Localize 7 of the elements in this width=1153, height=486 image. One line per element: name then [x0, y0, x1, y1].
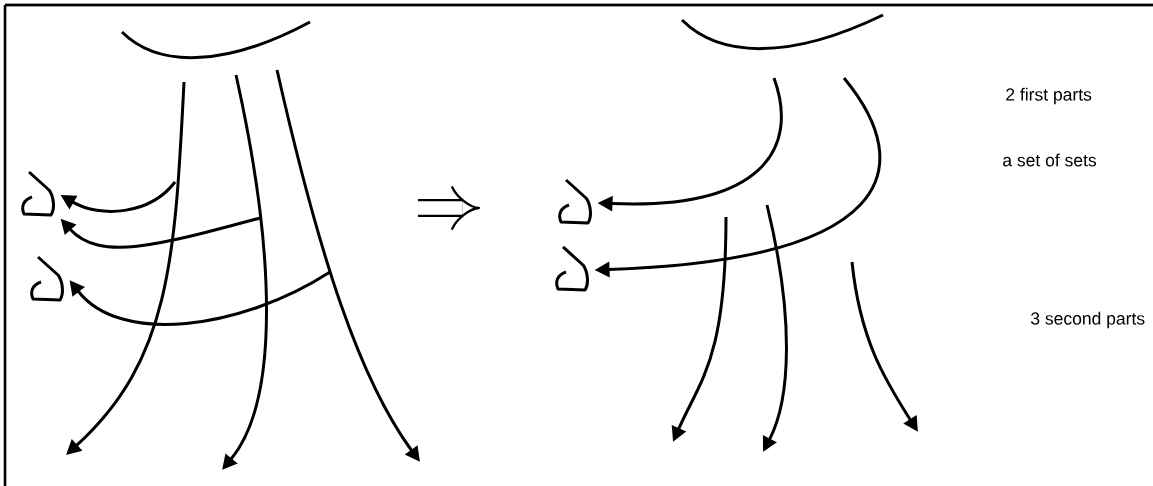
label: 2 first parts [1006, 87, 1092, 105]
loop-symbol [555, 245, 589, 292]
label: 3 second parts [1031, 311, 1145, 329]
loop-symbol [30, 255, 64, 302]
label: a set of sets [1003, 153, 1097, 167]
loop-symbol [21, 170, 55, 217]
loop-symbol [558, 178, 592, 225]
